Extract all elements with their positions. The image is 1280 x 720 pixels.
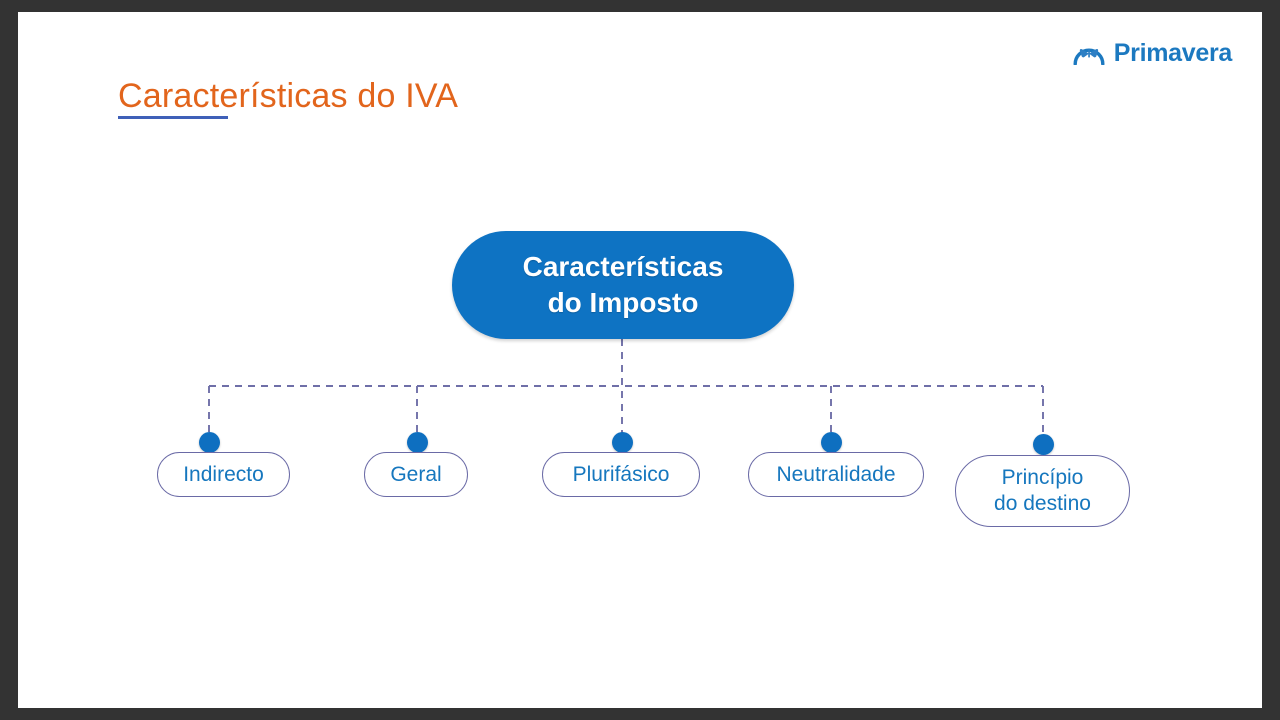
leaf-dot-neutralidade bbox=[821, 432, 842, 453]
leaf-node-plurifasico-label: Plurifásico bbox=[572, 462, 670, 486]
leaf-dot-indirecto bbox=[199, 432, 220, 453]
butterfly-arch-icon bbox=[1072, 37, 1106, 70]
leaf-node-geral[interactable]: Geral bbox=[364, 452, 468, 497]
leaf-dot-plurifasico bbox=[612, 432, 633, 453]
leaf-node-geral-label: Geral bbox=[390, 462, 442, 486]
brand-logo: Primavera bbox=[1072, 37, 1232, 70]
diagram-connectors bbox=[208, 339, 1044, 444]
root-node-line2: do Imposto bbox=[547, 287, 699, 318]
brand-logo-text: Primavera bbox=[1113, 39, 1233, 67]
presentation-slide: Características do IVA Primavera bbox=[18, 12, 1262, 708]
hierarchy-diagram: Características do Imposto Indirecto Ger… bbox=[18, 12, 1262, 708]
root-node[interactable]: Características do Imposto bbox=[452, 231, 794, 339]
leaf-node-neutralidade[interactable]: Neutralidade bbox=[748, 452, 924, 497]
leaf-node-neutralidade-label: Neutralidade bbox=[776, 462, 896, 486]
leaf-node-principio-do-destino[interactable]: Princípio do destino bbox=[955, 455, 1130, 527]
leaf-node-indirecto-label: Indirecto bbox=[183, 462, 264, 486]
leaf-dot-geral bbox=[407, 432, 428, 453]
leaf-dot-principio bbox=[1033, 434, 1054, 455]
root-node-line1: Características bbox=[522, 251, 724, 282]
leaf-node-principio-line2: do destino bbox=[994, 492, 1091, 515]
title-underline-rule bbox=[118, 116, 228, 119]
page-title: Características do IVA bbox=[118, 77, 459, 115]
leaf-node-indirecto[interactable]: Indirecto bbox=[157, 452, 290, 497]
leaf-node-principio-line1: Princípio bbox=[1001, 466, 1084, 489]
leaf-node-plurifasico[interactable]: Plurifásico bbox=[542, 452, 700, 497]
